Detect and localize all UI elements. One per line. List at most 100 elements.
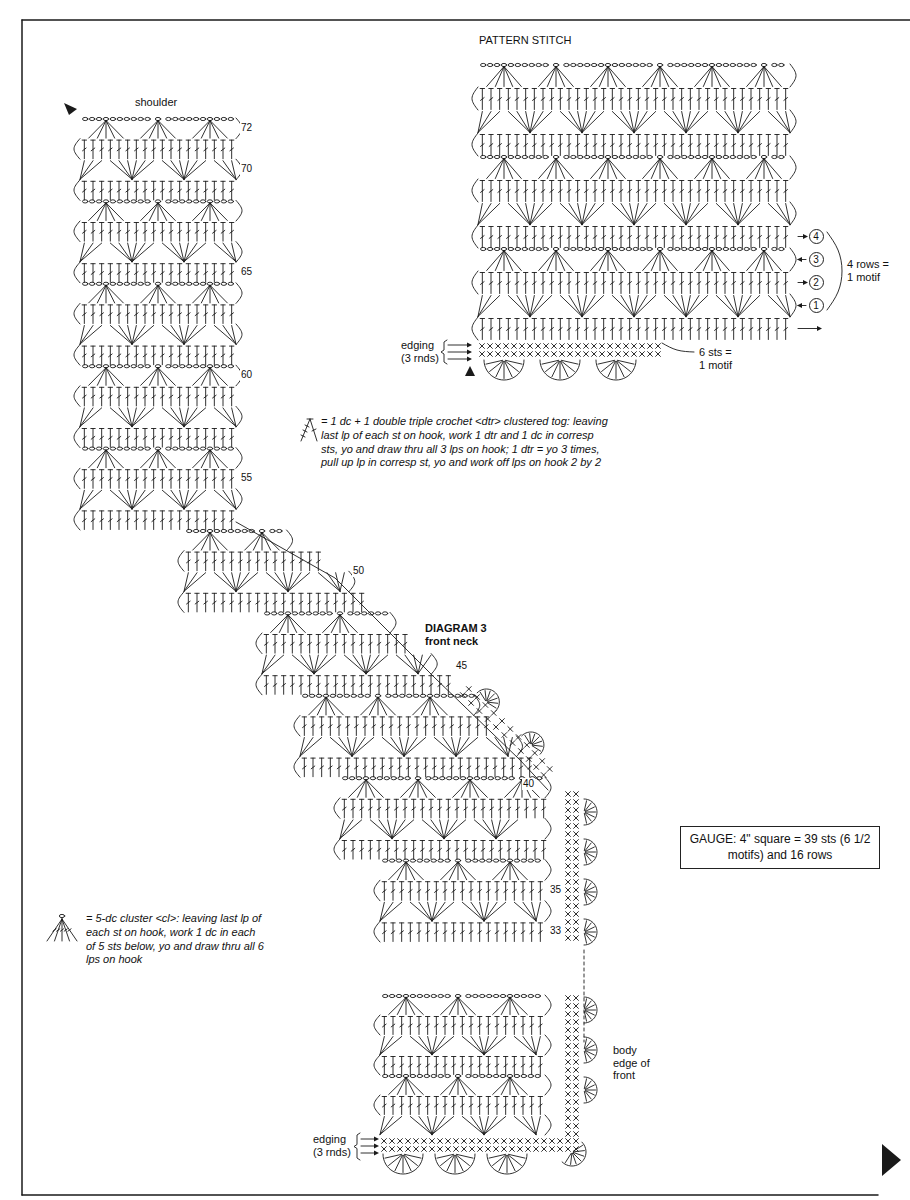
double-crochet <box>637 282 641 285</box>
double-crochet <box>363 758 367 759</box>
cluster-stitch <box>712 159 729 179</box>
double-crochet <box>328 716 332 717</box>
double-crochet <box>602 282 606 285</box>
double-crochet <box>328 758 332 759</box>
double-crochet <box>575 180 579 181</box>
turning-chain <box>374 880 380 901</box>
double-crochet <box>619 318 623 319</box>
row-bracket <box>827 232 842 310</box>
double-crochet <box>417 922 421 923</box>
double-crochet <box>420 799 424 800</box>
double-crochet <box>212 552 216 553</box>
chain-stitch <box>494 247 499 250</box>
fan-stitch <box>734 112 738 133</box>
double-crochet <box>559 236 563 239</box>
double-crochet <box>627 272 631 273</box>
chain-stitch <box>675 155 680 158</box>
double-crochet <box>395 642 399 645</box>
chain-stitch <box>391 777 396 780</box>
double-crochet <box>559 98 563 101</box>
fan-stitch <box>318 573 340 592</box>
double-crochet <box>519 758 523 759</box>
double-crochet <box>550 236 554 239</box>
double-crochet <box>584 226 588 227</box>
double-crochet <box>715 144 719 147</box>
double-crochet <box>316 675 320 676</box>
turning-chain <box>516 736 522 757</box>
chain-stitch <box>612 63 617 66</box>
double-crochet <box>299 675 303 676</box>
cluster-stitch <box>378 697 387 715</box>
double-crochet <box>749 236 753 239</box>
double-crochet <box>464 848 468 851</box>
double-crochet <box>783 318 787 319</box>
cluster-stitch <box>389 862 406 880</box>
double-crochet <box>380 716 384 717</box>
double-crochet <box>502 766 506 769</box>
double-crochet <box>507 282 511 285</box>
cluster-stitch <box>504 67 513 87</box>
double-crochet <box>680 190 684 193</box>
double-crochet <box>498 98 502 101</box>
double-crochet <box>645 134 649 135</box>
fan-stitch <box>612 204 634 225</box>
fan-stitch <box>682 296 686 317</box>
double-crochet <box>506 134 510 135</box>
turning-chain <box>545 901 551 922</box>
double-crochet <box>619 180 623 181</box>
turning-chain <box>294 715 300 736</box>
chain-stitch <box>682 63 687 66</box>
scallop-edge <box>484 360 524 380</box>
cluster-stitch <box>430 697 431 715</box>
chain-stitch <box>633 63 638 66</box>
double-crochet <box>497 272 501 273</box>
cluster-stitch <box>547 67 556 87</box>
double-crochet <box>441 758 445 759</box>
double-crochet <box>337 716 341 717</box>
double-crochet <box>481 799 485 800</box>
fan-stitch <box>486 738 508 757</box>
double-crochet <box>524 840 528 841</box>
double-crochet <box>449 716 453 717</box>
double-crochet <box>679 134 683 135</box>
double-crochet <box>549 272 553 273</box>
cluster-stitch <box>331 615 340 633</box>
double-crochet <box>273 601 277 604</box>
double-crochet <box>567 318 571 319</box>
double-crochet <box>523 180 527 181</box>
double-crochet <box>757 272 761 273</box>
double-crochet <box>377 634 381 635</box>
double-crochet <box>688 88 692 89</box>
double-crochet <box>541 88 545 89</box>
double-crochet <box>654 328 658 331</box>
double-crochet <box>308 642 312 645</box>
fan-stitch <box>380 902 402 921</box>
fan-stitch <box>682 112 686 133</box>
cluster-stitch <box>539 251 556 271</box>
double-crochet <box>429 840 433 841</box>
double-crochet <box>397 758 401 759</box>
double-crochet <box>342 840 346 841</box>
chain-stitch <box>536 247 541 250</box>
single-crochet <box>576 352 581 357</box>
double-crochet <box>539 890 543 893</box>
double-crochet <box>443 931 447 934</box>
chain-stitch <box>591 63 596 66</box>
double-crochet <box>653 88 657 89</box>
double-crochet <box>619 190 623 193</box>
double-crochet <box>567 328 571 331</box>
fan-stitch <box>348 738 352 757</box>
double-crochet <box>758 190 762 193</box>
double-crochet <box>486 922 490 923</box>
double-crochet <box>706 98 710 101</box>
chain-stitch <box>730 155 735 158</box>
double-crochet <box>452 890 456 893</box>
double-crochet <box>490 848 494 851</box>
double-crochet <box>766 134 770 135</box>
double-crochet <box>425 922 429 923</box>
double-crochet <box>533 328 537 331</box>
double-crochet <box>337 758 341 759</box>
chain-stitch <box>382 612 387 615</box>
double-crochet <box>602 144 606 147</box>
double-crochet <box>602 328 606 331</box>
